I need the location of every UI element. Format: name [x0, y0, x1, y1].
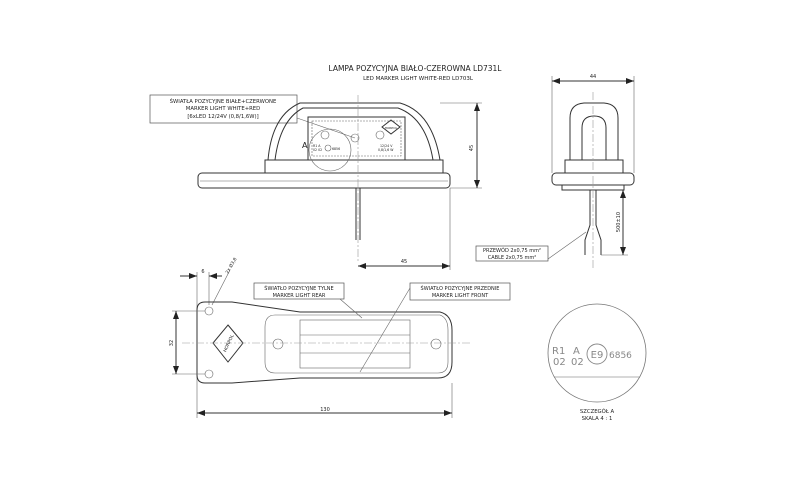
front-view: ŚWIATŁA POZYCYJNE BIAŁE+CZERWONE MARKER … [149, 94, 482, 270]
detail-02-right: 02 [571, 357, 584, 368]
screw-rear [272, 338, 284, 350]
rear-label-line-2: MARKER LIGHT REAR [273, 293, 326, 299]
mounting-plate [197, 172, 451, 189]
front-light-leader [359, 287, 411, 373]
lamp-marking-left-2: 02 02 [313, 148, 322, 152]
dim-width-text: 44 [590, 74, 596, 80]
front-label-box [149, 94, 298, 124]
lamp-marking-right-1: 12/24 V [380, 144, 393, 148]
front-light-label-line-1: ŚWIATŁO POZYCYJNE PRZEDNIE [421, 285, 500, 292]
detail-02-left: 02 [553, 357, 566, 368]
detail-a-letter: A [573, 346, 580, 357]
cable-leader [547, 231, 587, 260]
lens-window [307, 116, 406, 161]
horpol-logo [381, 119, 401, 135]
approval-circle-small [324, 144, 332, 152]
lamp-housing-inner [274, 107, 434, 161]
drawing-subtitle: LED MARKER LIGHT WHITE-RED LD703L [363, 76, 474, 82]
dim-hole-diameter-text: 2x Ø3,8 [224, 256, 239, 275]
approval-number: 6856 [609, 351, 632, 361]
front-light-label-box [409, 282, 511, 301]
hole-leader [211, 269, 231, 306]
cable [584, 190, 602, 255]
dim-height-text: 45 [469, 145, 475, 151]
lens-inner [311, 120, 402, 157]
mounting-hole [204, 369, 214, 379]
cable-label-line-1: PRZEWÓD 2x0,75 mm² [483, 247, 541, 254]
front-label-line-3: [6xLED 12/24V (0,8/1,6W)] [187, 114, 258, 120]
detail-a-circle [308, 128, 352, 172]
led [350, 133, 360, 143]
lens-center [299, 319, 411, 369]
front-label-line-1: ŚWIATŁA POZYCYJNE BIAŁE+CZERWONE [170, 98, 277, 105]
led [375, 130, 385, 140]
side-view: 44 500±10 PRZEWÓD 2x0,75 mm² CABLE 2x0,7… [475, 74, 635, 268]
detail-caption: SZCZEGÓŁ A [580, 408, 615, 415]
lamp-marking-left-1: R1 A [313, 144, 321, 148]
horpol-logo-top [212, 324, 244, 363]
rear-label-box [253, 282, 345, 300]
front-label-leader [296, 117, 356, 139]
drawing-title: LAMPA POZYCYJNA BIAŁO-CZEROWNA LD731L [328, 64, 502, 73]
detail-r1: R1 [552, 346, 565, 357]
side-housing [569, 102, 619, 160]
cable-label-line-2: CABLE 2x0,75 mm² [488, 255, 536, 261]
dim-hole-offset-text: 6 [201, 269, 204, 275]
e-mark-circle [586, 343, 608, 365]
detail-circle [547, 303, 647, 403]
lamp-marking-code: 6856 [332, 147, 340, 151]
mounting-hole [204, 306, 214, 316]
rear-leader [339, 298, 363, 319]
dim-hole-spacing-text: 32 [169, 340, 175, 346]
cable-label-box [475, 245, 549, 262]
front-label-line-2: MARKER LIGHT WHITE+RED [186, 106, 261, 112]
dim-length-text: 130 [320, 407, 330, 413]
lamp-base [264, 159, 444, 174]
detail-marker-a: A [302, 141, 308, 150]
detail-scale: SKALA 4 : 1 [582, 416, 613, 422]
detail-a: R1 A 02 02 E9 6856 SZCZEGÓŁ A SKALA 4 : … [547, 303, 647, 422]
led [320, 130, 330, 140]
top-view: 6 2x Ø3,8 HORPOL 32 130 ŚWIATŁO POZYCYJN… [169, 256, 511, 418]
e-mark-text: E9 [591, 350, 604, 361]
dim-cable-length-text: 500±10 [616, 212, 622, 232]
lens-outline [264, 314, 449, 374]
screw-front [430, 338, 442, 350]
rear-label-line-1: ŚWIATŁO POZYCYJNE TYLNE [264, 285, 333, 292]
lamp-marking-right-2: 0,8/1,6 W [378, 148, 394, 152]
side-base [564, 159, 624, 174]
front-light-label-line-2: MARKER LIGHT FRONT [432, 293, 489, 299]
front-logo-text: HORPOL [385, 126, 398, 130]
side-lens [581, 115, 607, 160]
dim-wire-offset-text: 45 [401, 259, 407, 265]
lamp-housing [267, 102, 441, 161]
top-outline [196, 301, 453, 384]
